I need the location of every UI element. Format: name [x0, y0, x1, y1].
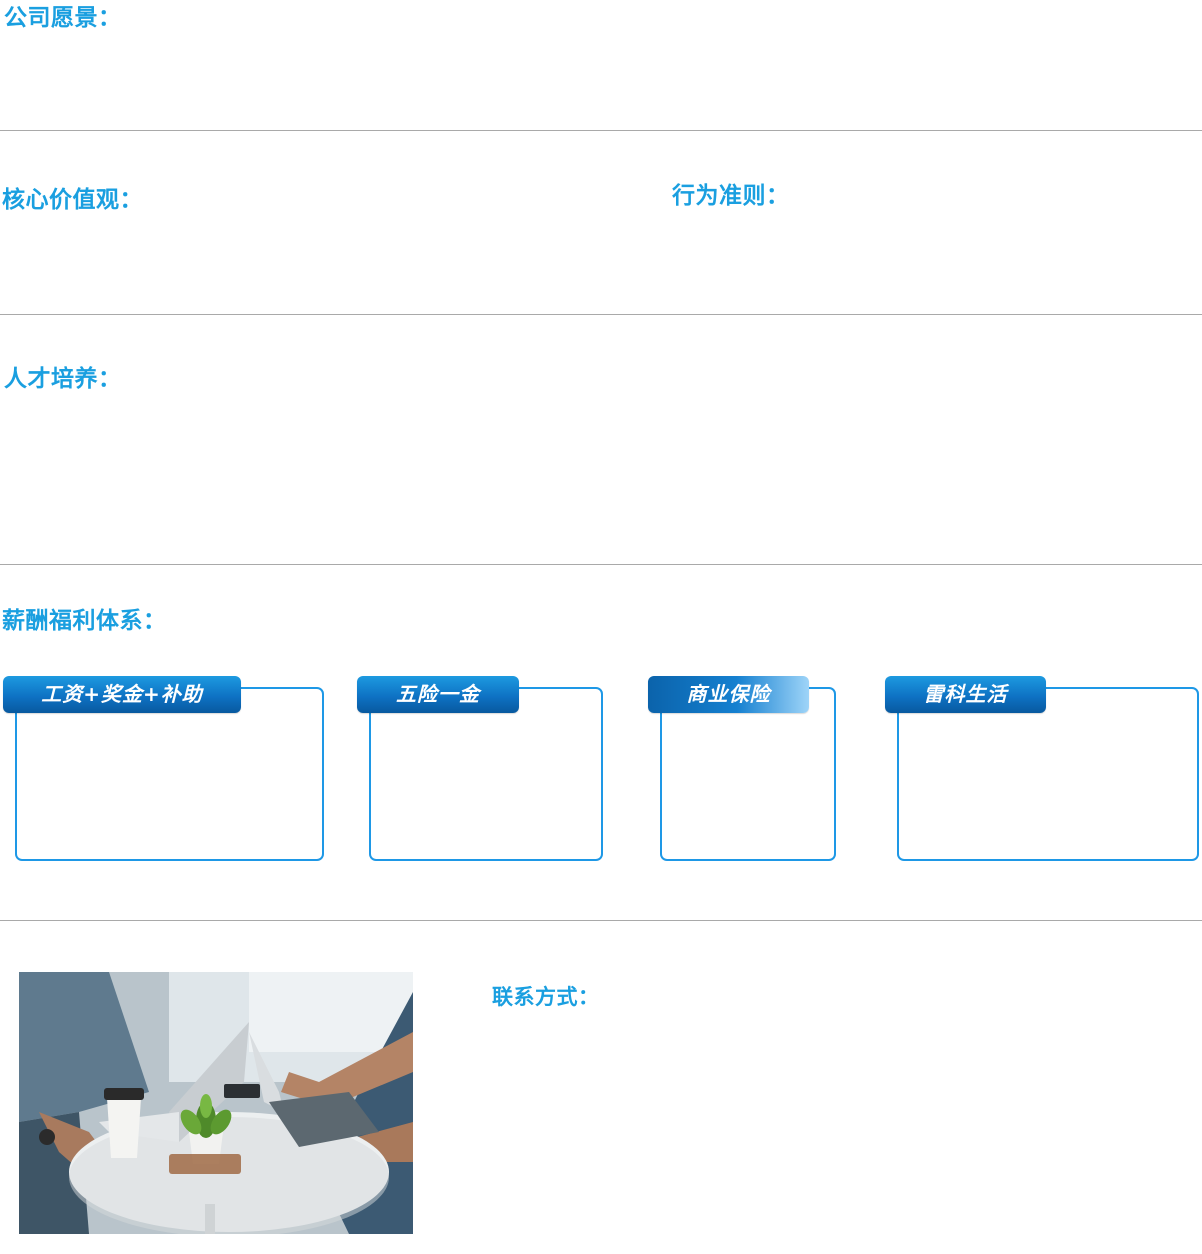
benefit-card-frame: [660, 687, 836, 861]
divider: [0, 564, 1202, 565]
office-meeting-photo: [19, 972, 413, 1234]
benefit-card-title: 雷科生活: [885, 676, 1046, 713]
code-of-conduct-heading: 行为准则：: [672, 183, 790, 209]
benefit-card-title: 工资+奖金+补助: [3, 676, 241, 713]
benefit-card-frame: [369, 687, 603, 861]
benefit-card-frame: [15, 687, 324, 861]
divider: [0, 920, 1202, 921]
divider: [0, 314, 1202, 315]
benefit-card-title: 五险一金: [357, 676, 519, 713]
core-values-heading: 核心价值观：: [2, 187, 143, 213]
benefit-card-title: 商业保险: [648, 676, 809, 713]
contact-heading: 联系方式：: [492, 985, 600, 1009]
vision-heading: 公司愿景：: [4, 5, 122, 31]
divider: [0, 130, 1202, 131]
talent-development-heading: 人才培养：: [4, 366, 122, 392]
compensation-benefits-heading: 薪酬福利体系：: [2, 608, 167, 634]
benefit-card-frame: [897, 687, 1199, 861]
